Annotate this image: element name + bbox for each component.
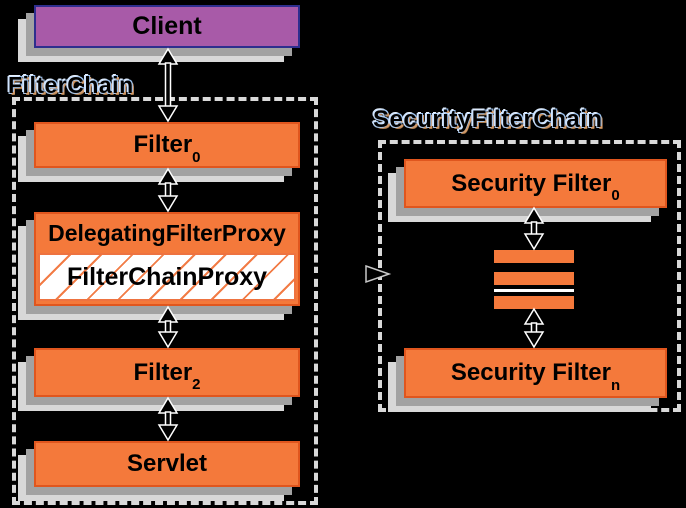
ellipsis-bar bbox=[494, 250, 574, 263]
bidirectional-arrow-icon bbox=[523, 307, 545, 349]
filter-chain-title: FilterChain bbox=[8, 72, 134, 98]
filter-chain-proxy-box: FilterChainProxy bbox=[38, 253, 296, 301]
filter2-base-text: Filter bbox=[133, 358, 193, 386]
ellipsis-bar-separator bbox=[494, 289, 574, 292]
ellipsis-bar bbox=[494, 296, 574, 309]
servlet-box: Servlet bbox=[34, 441, 300, 487]
filter2-box: Filter2 bbox=[34, 348, 300, 397]
bidirectional-arrow-icon bbox=[157, 396, 179, 442]
filter0-base-text: Filter bbox=[133, 131, 193, 158]
proxy-to-security-chain-arrow-icon bbox=[302, 264, 392, 284]
security-filter0-box: Security Filter0 bbox=[404, 159, 667, 208]
security-filter-n-label: Security Filtern bbox=[450, 359, 620, 393]
bidirectional-arrow-icon bbox=[157, 47, 179, 123]
client-box: Client bbox=[34, 5, 300, 48]
filter2-label: Filter2 bbox=[133, 358, 200, 393]
delegating-filter-proxy-label: DelegatingFilterProxy bbox=[48, 219, 286, 246]
bidirectional-arrow-icon bbox=[523, 206, 545, 251]
security-filter-chain-title: SecurityFilterChain bbox=[373, 106, 603, 133]
security-filter0-base-text: Security Filter bbox=[451, 169, 612, 197]
security-filter0-label: Security Filter0 bbox=[451, 169, 619, 204]
bidirectional-arrow-icon bbox=[157, 305, 179, 349]
delegating-filter-proxy-box: DelegatingFilterProxy FilterChainProxy bbox=[34, 212, 300, 306]
filter-chain-proxy-label: FilterChainProxy bbox=[66, 262, 268, 291]
filter0-subscript: 0 bbox=[192, 148, 201, 166]
filter0-box: Filter0 bbox=[34, 122, 300, 168]
security-filter-n-base-text: Security Filter bbox=[450, 359, 611, 386]
servlet-label: Servlet bbox=[126, 450, 208, 477]
security-filter0-subscript: 0 bbox=[611, 187, 620, 205]
filter2-subscript: 2 bbox=[192, 376, 201, 394]
security-filter-n-subscript: n bbox=[610, 376, 621, 394]
security-filter-n-box: Security Filtern bbox=[404, 348, 667, 398]
filter0-label: Filter0 bbox=[133, 131, 200, 165]
ellipsis-bar bbox=[494, 272, 574, 285]
client-label: Client bbox=[132, 12, 202, 40]
bidirectional-arrow-icon bbox=[157, 167, 179, 213]
